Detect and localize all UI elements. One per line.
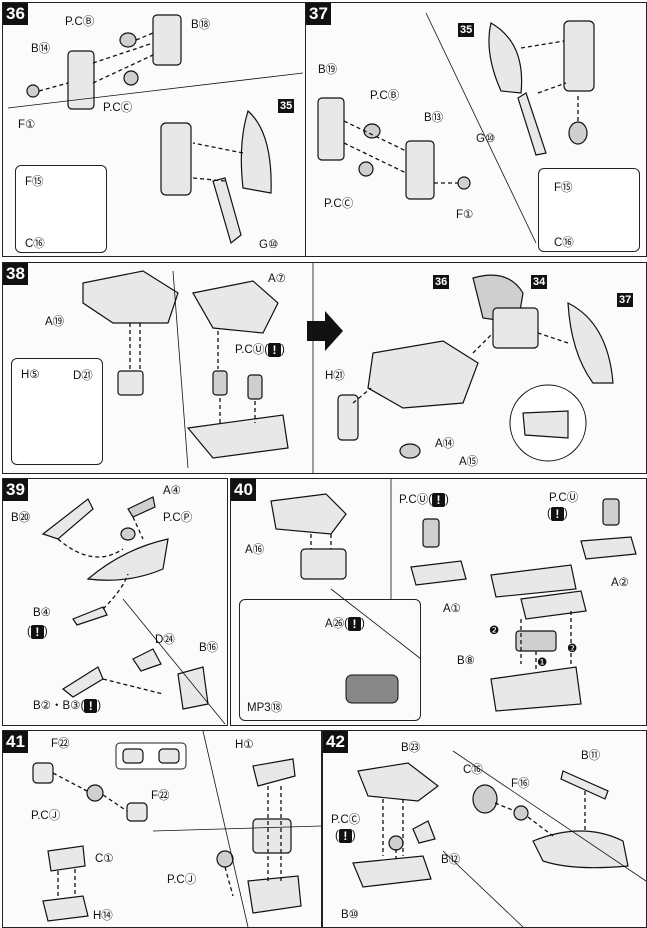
label: P.CⒿ [167,874,197,886]
step-36-inset [15,165,107,253]
label: P.CⒸ [331,814,361,826]
reference-step: 37 [617,293,634,307]
step-number: 40 [231,479,256,501]
label: C⑯ [554,237,574,249]
label: P.CⓊ [549,492,579,504]
step-41-panel: 41 F㉒ P.CⒿ F㉒ C① H⑭ H① P.CⒿ [2,730,322,928]
step-number: 39 [3,479,28,501]
label: B⑭ [31,43,51,55]
reference-step: 35 [278,99,295,113]
label: P.CⒸ [103,102,133,114]
label: B⑪ [581,750,601,762]
label: C① [95,853,114,865]
label: F㉒ [51,738,70,750]
label: F① [456,209,474,221]
label: P.CⓊ(!) [235,342,285,357]
reference-step: 35 [458,23,475,37]
label: F⑯ [511,778,530,790]
label: A⑦ [268,273,286,285]
step-number: 37 [306,3,331,25]
step-39-panel: 39 B⑳ A④ P.CⓅ B④ (!) D㉔ B⑯ B②・B③(!) [2,478,228,726]
step-40-panel: 40 A⑯ P.CⓊ(!) P.CⓊ (!) A① A② A㉖(!) MP3⑱ … [230,478,647,726]
label: A⑲ [45,316,65,328]
label: P.CⓊ(!) [399,492,449,507]
step-number: 42 [323,731,348,753]
step-37-diagram [317,12,595,244]
step-42-panel: 42 B㉓ C⑯ F⑯ B⑪ P.CⒸ (!) B⑫ B⑩ [322,730,647,928]
label: D㉔ [155,634,175,646]
label: B⑬ [424,112,444,124]
step-37-inset [538,168,640,252]
label: B⑯ [199,642,219,654]
step-number: 38 [3,263,28,285]
label: B④ [33,607,51,619]
label: H① [235,739,254,751]
step-marker: ❶ [537,657,548,669]
reference-step: 36 [433,275,450,289]
step-39-diagram [41,496,226,725]
label: P.CⒷ [65,16,95,28]
label: F⑮ [554,182,573,194]
reference-step: 34 [531,275,548,289]
label: C⑯ [25,238,45,250]
step-40-inset [239,599,421,721]
label: H㉑ [325,370,345,382]
label: H⑭ [93,910,113,922]
label: B⑩ [341,909,359,921]
label: F① [18,119,36,131]
label: A㉖(!) [325,616,365,631]
label: P.CⒿ [31,810,61,822]
label: G⑩ [476,133,496,145]
step-38-panel: 38 A⑲ A⑦ P.CⓊ(!) H⑤ D㉑ [2,262,647,474]
label: D㉑ [73,370,93,382]
step-38-inset [11,358,103,465]
label: H⑤ [21,369,40,381]
label: B⑲ [318,64,338,76]
label: B⑧ [457,655,475,667]
label: P.CⓅ [163,512,193,524]
label: B㉓ [401,742,421,754]
label: A⑯ [245,544,265,556]
label: B⑱ [191,19,211,31]
label: A① [443,603,461,615]
label: (!) [547,507,568,521]
label: P.CⒷ [370,90,400,102]
label: A④ [163,485,181,497]
step-40-diagram [270,479,637,712]
label: G⑩ [259,239,279,251]
step-41-diagram [32,731,321,927]
step-marker: ❷ [489,625,500,637]
label: F㉒ [151,790,170,802]
step-36-diagram [7,14,304,245]
label: A② [611,577,629,589]
step-38-diagram [82,263,614,473]
label: F⑮ [25,176,44,188]
step-37-panel: 37 B⑲ P.CⒷ B⑬ P.CⒸ F① G⑩ F⑮ C⑯ 35 [305,2,647,257]
label: A⑭ [435,438,455,450]
label: P.CⒸ [324,198,354,210]
step-36-panel: 36 P.CⒷ B⑱ B⑭ F① P.CⒸ F⑮ C⑯ G⑩ 35 [2,2,306,257]
label: B②・B③(!) [33,698,102,713]
label: B⑫ [441,854,461,866]
label: (!) [27,625,48,639]
step-number: 36 [3,3,28,25]
step-marker: ❷ [567,643,578,655]
label: A⑮ [459,456,479,468]
step-number: 41 [3,731,28,753]
label: MP3⑱ [247,702,283,714]
label: C⑯ [463,764,483,776]
label: (!) [335,829,356,843]
step-42-diagram [352,750,646,927]
label: B⑳ [11,512,31,524]
